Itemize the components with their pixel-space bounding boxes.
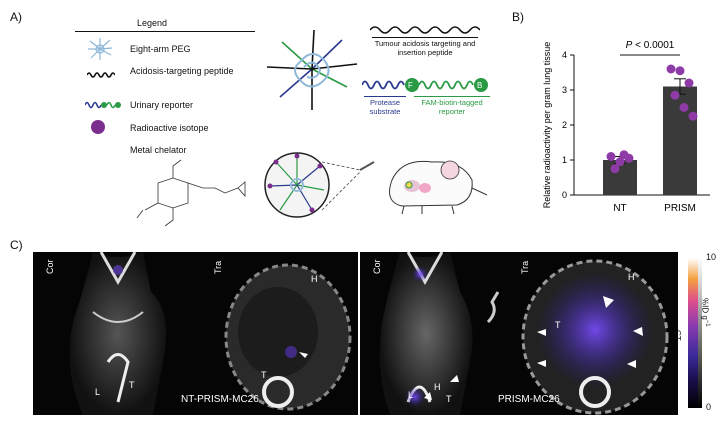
reporter-label: FAM-biotin-tagged reporter (421, 98, 483, 116)
ct-scan-prism (379, 252, 669, 415)
protease-underline (364, 96, 406, 97)
urinary-reporter-icon (85, 101, 121, 109)
colorbar-unit-sup: −1 (704, 319, 710, 327)
significance-p: P (626, 40, 633, 51)
protease-label: Protease substrate (369, 98, 401, 116)
bar-prism (663, 86, 697, 195)
ct-label: CT (673, 330, 682, 341)
chart-bars (603, 78, 697, 195)
data-point (619, 150, 629, 160)
ct-scan-nt (69, 252, 352, 415)
panel-label-b: B) (512, 10, 524, 24)
chart-ticks: 0 1 2 3 4NT PRISM (562, 50, 696, 214)
bar-chart: Relative radioactivity per gram lung tis… (542, 40, 710, 214)
tra-label-left: Tra (213, 260, 223, 274)
data-point (679, 103, 689, 112)
data-point (675, 66, 685, 76)
legend-item-reporter: Urinary reporter (130, 100, 194, 110)
peg-icon (88, 38, 113, 60)
chelator-icon (95, 149, 103, 165)
reporter-letter-f: F (408, 81, 413, 90)
ct-image-prism: Cor Tra T H H T L PRISM-MC26 (360, 252, 678, 415)
panel-label-c: C) (10, 238, 23, 252)
legend-item-peg: Eight-arm PEG (130, 44, 191, 54)
cor-label-left: Cor (45, 259, 55, 274)
l-mark-right: L (408, 390, 414, 400)
h-mark-left: H (311, 274, 318, 284)
colorbar-max: 10 (706, 252, 717, 262)
h-mark-right-tra: H (628, 272, 635, 282)
y-tick-label: 4 (562, 50, 567, 60)
reporter-construct (362, 78, 488, 92)
peptide-icon (87, 72, 115, 78)
colorbar (688, 258, 698, 408)
legend: Legend Eight-arm PEG Acidosis-targeting … (75, 18, 260, 238)
significance-label: P < 0.0001 (626, 40, 675, 51)
peptide-wave (370, 26, 480, 34)
data-point (606, 152, 616, 161)
isotope-icon (91, 120, 105, 134)
x-tick-label: NT (613, 203, 626, 214)
peptide-divider (372, 37, 478, 38)
data-point (610, 164, 620, 174)
ct-greyscale-bar (698, 258, 702, 408)
chelator-structure (136, 159, 246, 227)
legend-item-peptide: Acidosis-targeting peptide (130, 66, 234, 76)
legend-item-chelator: Metal chelator (130, 145, 187, 155)
data-point (666, 64, 676, 74)
data-point (615, 157, 625, 167)
data-point (670, 90, 680, 100)
reporter-underline (414, 96, 490, 97)
injection-mouse-illustration (264, 152, 488, 218)
t-mark-left-tra: T (261, 370, 267, 380)
tra-label-right: Tra (520, 260, 530, 274)
x-tick-label: PRISM (664, 203, 696, 214)
star-polymer-illustration (266, 29, 358, 110)
significance-value: < 0.0001 (632, 40, 674, 51)
colorbar-min: 0 (706, 402, 712, 412)
t-mark-left-cor: T (129, 380, 135, 390)
ct-image-nt: Cor Tra T L H T NT-PRISM-MC26 (33, 252, 358, 415)
panel-label-a: A) (10, 10, 22, 24)
colorbar-unit-text: %ID g (700, 298, 710, 320)
reporter-letter-b: B (477, 81, 483, 90)
y-tick-label: 2 (562, 120, 567, 130)
l-mark-left: L (95, 387, 101, 397)
cor-label-right: Cor (372, 259, 382, 274)
legend-divider (75, 31, 255, 32)
t-mark-right-cor: T (446, 394, 452, 404)
chart-ylabel: Relative radioactivity per gram lung tis… (542, 42, 552, 209)
t-mark-right-tra: T (555, 320, 561, 330)
colorbar-unit: %ID g−1 (700, 298, 710, 327)
y-tick-label: 3 (562, 85, 567, 95)
y-tick-label: 1 (562, 155, 567, 165)
peptide-label: Tumour acidosis targeting and insertion … (374, 39, 476, 57)
data-point (688, 111, 698, 121)
chart-points (606, 64, 698, 174)
y-tick-label: 0 (562, 190, 567, 200)
nt-prism-label: NT-PRISM-MC26 (181, 394, 259, 405)
data-point (684, 78, 694, 88)
prism-label: PRISM-MC26 (498, 394, 560, 405)
h-mark-right-cor: H (434, 382, 441, 392)
legend-title: Legend (137, 18, 168, 28)
legend-item-isotope: Radioactive isotope (130, 123, 209, 133)
